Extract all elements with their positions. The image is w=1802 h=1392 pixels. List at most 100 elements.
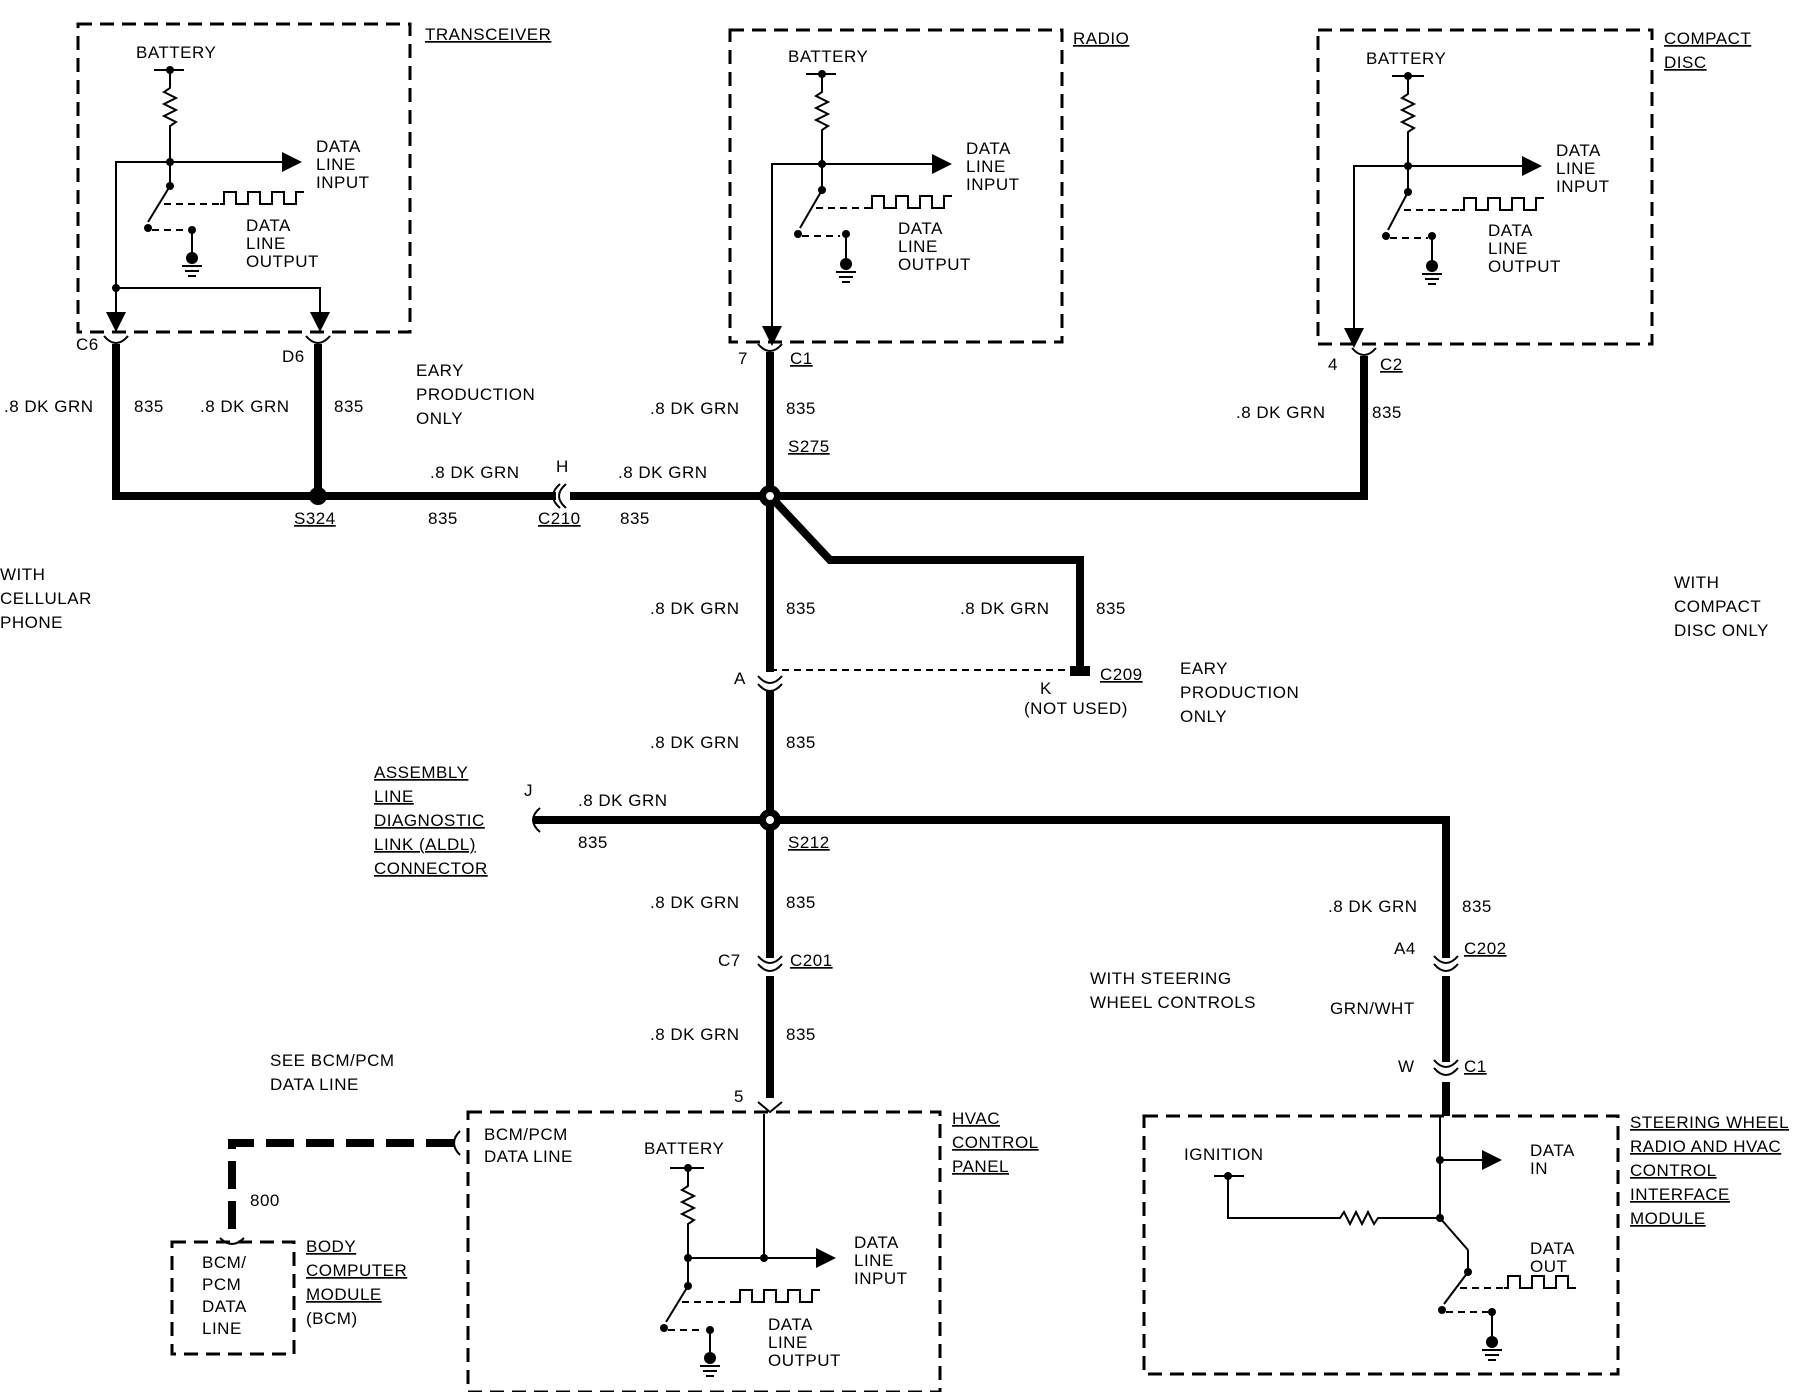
pin-c6: C6 — [76, 335, 99, 354]
cd-battery-label: BATTERY — [1366, 49, 1446, 68]
wire-label-circuit: 835 — [786, 893, 816, 912]
pin-d6: D6 — [282, 347, 305, 366]
transceiver-output-l2: LINE — [246, 234, 286, 253]
hvac-title-l2: CONTROL — [952, 1133, 1039, 1152]
wire-label-color: .8 DK GRN — [650, 1025, 740, 1044]
pin-c2: C2 — [1380, 355, 1403, 374]
wire-label-color: .8 DK GRN — [650, 399, 740, 418]
transceiver-battery-label: BATTERY — [136, 43, 216, 62]
steering-data-in-l1: DATA — [1530, 1141, 1575, 1160]
compact-disc-module: COMPACT DISC BATTERY DATA LINE INPUT DAT… — [1316, 28, 1751, 348]
hvac-output-l3: OUTPUT — [768, 1351, 841, 1370]
note-early2-l1: EARY — [1180, 659, 1228, 678]
wire-label-color: .8 DK GRN — [578, 791, 668, 810]
wire-label-circuit: 835 — [1096, 599, 1126, 618]
note-cellular-l1: WITH — [0, 565, 45, 584]
hvac-title-l1: HVAC — [952, 1109, 1000, 1128]
bcm-title-l1: BODY — [306, 1237, 356, 1256]
steering-title-l1: STEERING WHEEL — [1630, 1113, 1789, 1132]
pin-c7: C7 — [718, 951, 741, 970]
steering-data-out-l2: OUT — [1530, 1257, 1567, 1276]
transceiver-input-l3: INPUT — [316, 173, 370, 192]
pin-w: W — [1398, 1057, 1415, 1076]
wire-label-circuit: 835 — [786, 599, 816, 618]
bcm-inner-l3: DATA — [202, 1297, 247, 1316]
radio-output-l1: DATA — [898, 219, 943, 238]
wire-label-circuit: 835 — [1372, 403, 1402, 422]
note-cd-l2: COMPACT — [1674, 597, 1761, 616]
note-cd-l3: DISC ONLY — [1674, 621, 1769, 640]
note-aldl-l5: CONNECTOR — [374, 859, 488, 878]
note-early2-l2: PRODUCTION — [1180, 683, 1299, 702]
pin-h: H — [556, 457, 569, 476]
body-computer-module: BCM/ PCM DATA LINE BODY COMPUTER MODULE … — [170, 1237, 407, 1356]
pin-7: 7 — [738, 349, 748, 368]
note-cellular-l3: PHONE — [0, 613, 63, 632]
notes: EARY PRODUCTION ONLY EARY PRODUCTION ONL… — [0, 361, 1769, 1094]
pin-not-used: (NOT USED) — [1024, 699, 1128, 718]
wire-label-circuit: 835 — [578, 833, 608, 852]
steering-data-out-l1: DATA — [1530, 1239, 1575, 1258]
wire-label-circuit: 835 — [134, 397, 164, 416]
connector-c209: C209 — [1100, 665, 1143, 684]
hvac-output-l2: LINE — [768, 1333, 808, 1352]
note-steer-l1: WITH STEERING — [1090, 969, 1232, 988]
radio-input-l1: DATA — [966, 139, 1011, 158]
wire-label-circuit: 835 — [334, 397, 364, 416]
cd-output-l1: DATA — [1488, 221, 1533, 240]
bcm-inner-l2: PCM — [202, 1275, 241, 1294]
hvac-battery-label: BATTERY — [644, 1139, 724, 1158]
hvac-title-l3: PANEL — [952, 1157, 1009, 1176]
note-early1-l1: EARY — [416, 361, 464, 380]
steering-ignition-label: IGNITION — [1184, 1145, 1264, 1164]
note-cd-l1: WITH — [1674, 573, 1719, 592]
wire-label-circuit: 835 — [786, 733, 816, 752]
wire-label-circuit: 835 — [620, 509, 650, 528]
radio-output-l3: OUTPUT — [898, 255, 971, 274]
wire-label-color: .8 DK GRN — [1236, 403, 1326, 422]
note-aldl-l2: LINE — [374, 787, 414, 806]
connector-c1-steering: C1 — [1464, 1057, 1487, 1076]
note-aldl-l4: LINK (ALDL) — [374, 835, 476, 854]
splice-s212: S212 — [788, 833, 830, 852]
bcm-title-l2: COMPUTER — [306, 1261, 407, 1280]
bcm-inner-l1: BCM/ — [202, 1253, 247, 1272]
connector-symbols — [103, 335, 1459, 1245]
note-steer-l2: WHEEL CONTROLS — [1090, 993, 1256, 1012]
steering-data-in-l2: IN — [1530, 1159, 1548, 1178]
splice-s324-dot — [309, 487, 327, 505]
pin-4: 4 — [1328, 355, 1338, 374]
wire-label-bcm-circuit: 800 — [250, 1191, 280, 1210]
note-see-bcm-l1: SEE BCM/PCM — [270, 1051, 395, 1070]
wire-label-circuit: 835 — [786, 399, 816, 418]
cd-input-l3: INPUT — [1556, 177, 1610, 196]
pin-a4: A4 — [1394, 939, 1416, 958]
bcm-title-l3: MODULE — [306, 1285, 382, 1304]
wire-labels: .8 DK GRN 835 .8 DK GRN 835 .8 DK GRN 83… — [4, 397, 1492, 1210]
wire-label-circuit: 835 — [786, 1025, 816, 1044]
wire-label-color: .8 DK GRN — [650, 893, 740, 912]
splice-s324: S324 — [294, 509, 336, 528]
connector-c210: C210 — [538, 509, 581, 528]
radio-input-l2: LINE — [966, 157, 1006, 176]
hvac-control-panel: HVAC CONTROL PANEL BCM/PCM DATA LINE BAT… — [466, 1109, 1039, 1392]
note-see-bcm-l2: DATA LINE — [270, 1075, 359, 1094]
steering-title-l3: CONTROL — [1630, 1161, 1717, 1180]
pin-a: A — [734, 669, 746, 688]
wire-label-color: .8 DK GRN — [1328, 897, 1418, 916]
wire-label-circuit: 835 — [1462, 897, 1492, 916]
wire-label-color: .8 DK GRN — [4, 397, 94, 416]
note-cellular-l2: CELLULAR — [0, 589, 92, 608]
cd-output-l3: OUTPUT — [1488, 257, 1561, 276]
note-aldl-l1: ASSEMBLY — [374, 763, 468, 782]
wire-label-color: .8 DK GRN — [618, 463, 708, 482]
radio-title: RADIO — [1073, 29, 1129, 48]
steering-title-l5: MODULE — [1630, 1209, 1706, 1228]
splice-s275: S275 — [788, 437, 830, 456]
wire-label-color: .8 DK GRN — [430, 463, 520, 482]
pin-j: J — [524, 781, 533, 800]
cd-title-l1: COMPACT — [1664, 29, 1751, 48]
note-early2-l3: ONLY — [1180, 707, 1227, 726]
cd-input-l1: DATA — [1556, 141, 1601, 160]
